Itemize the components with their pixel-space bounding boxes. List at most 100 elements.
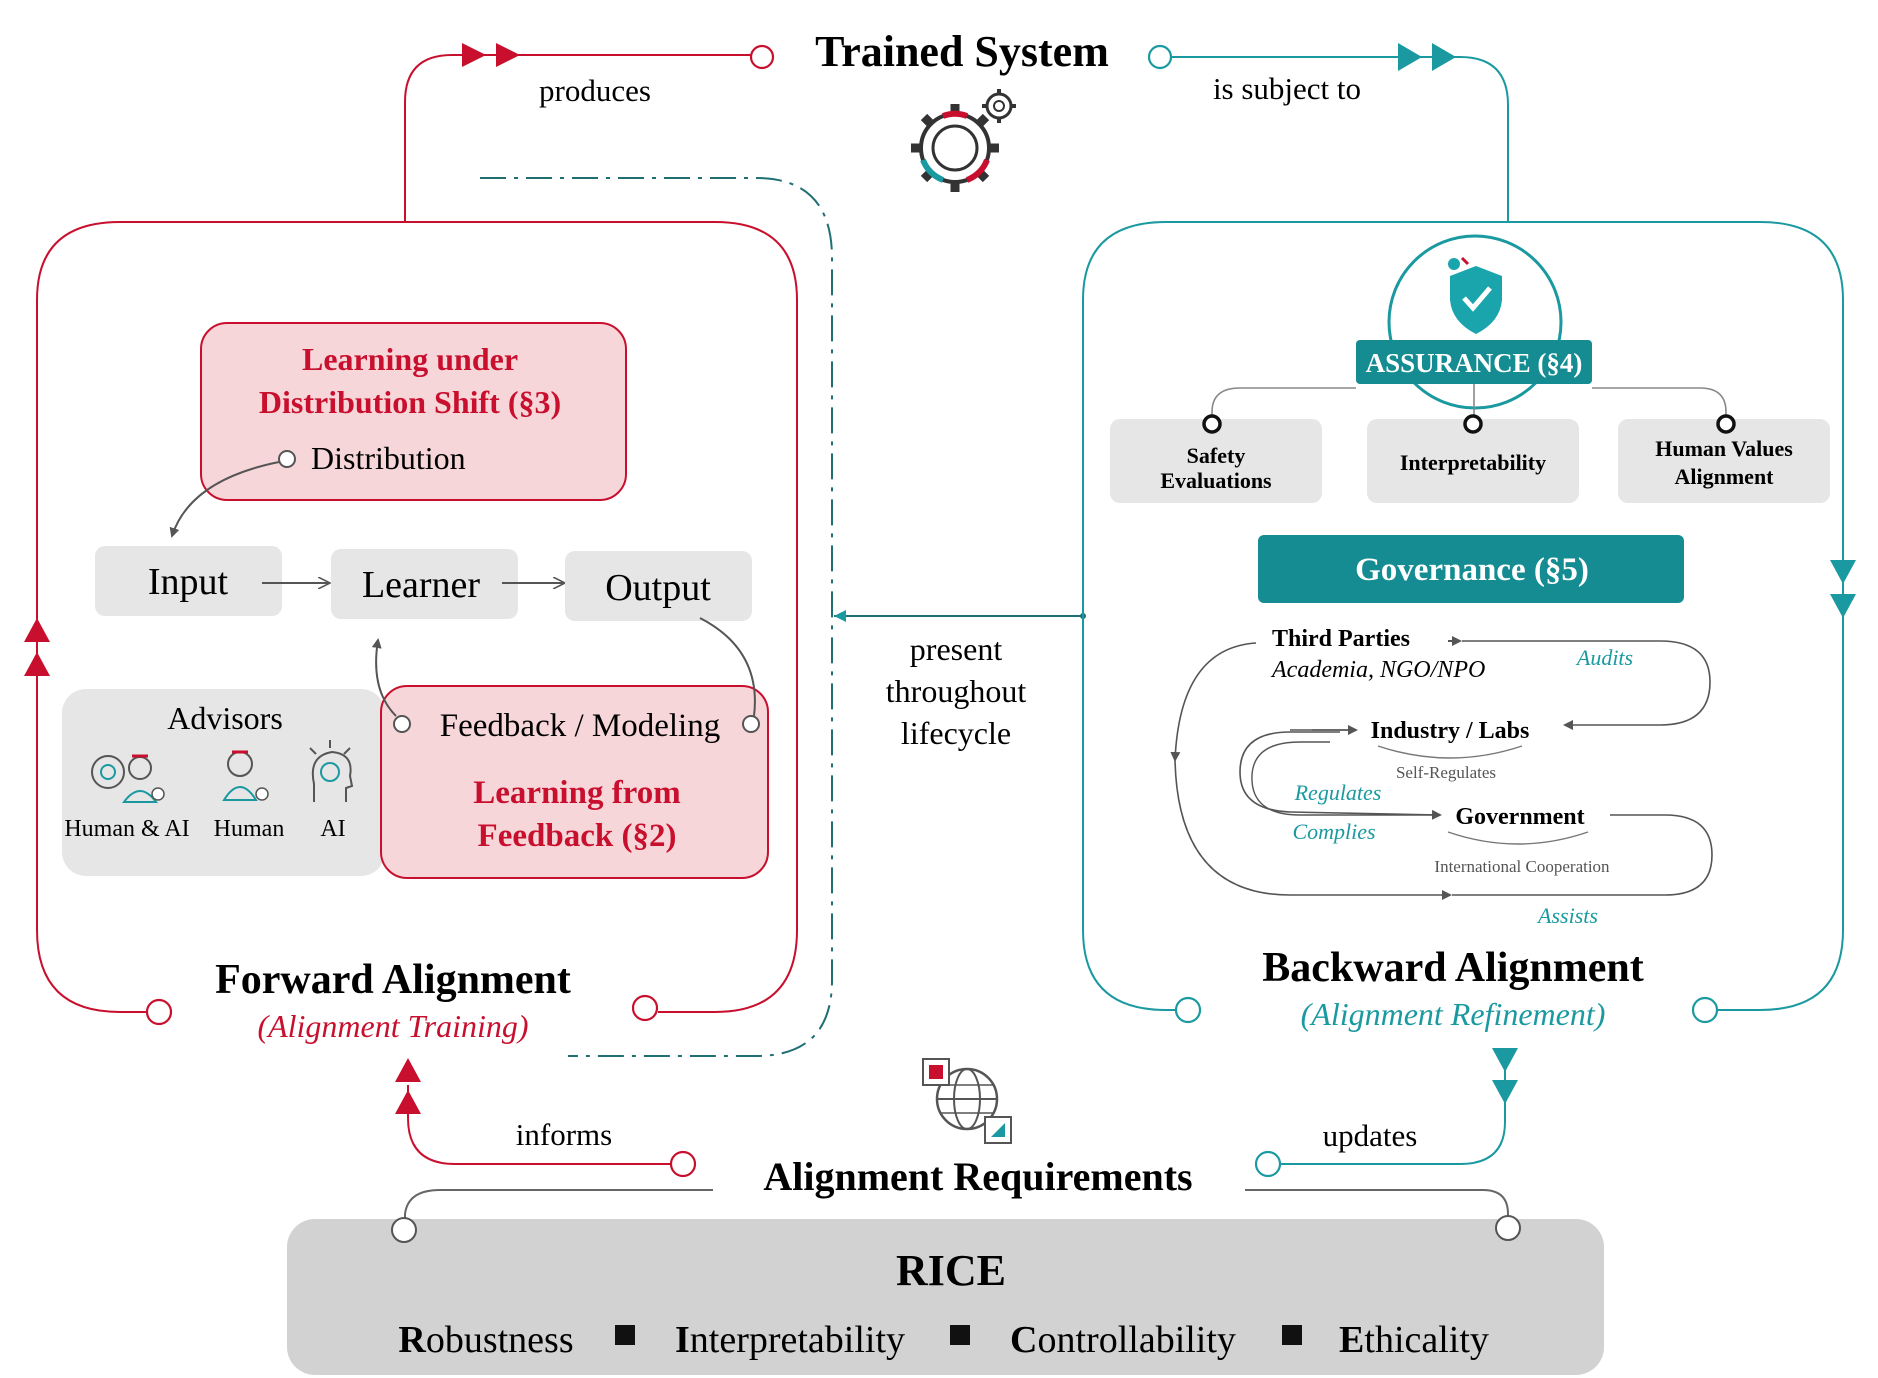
- bottom-connectors: [395, 1048, 1518, 1178]
- present-label-line3: lifecycle: [901, 715, 1011, 751]
- arrow-up-icon: [395, 1090, 421, 1114]
- advisors-box: [62, 689, 385, 876]
- learning-feedback-title-line2: Feedback (§2): [478, 818, 677, 854]
- arrow-down-icon: [1830, 560, 1856, 584]
- input-label: Input: [148, 561, 229, 603]
- distribution-label: Distribution: [311, 440, 466, 476]
- arrow-up-icon: [24, 618, 50, 642]
- informs-label: informs: [516, 1117, 612, 1152]
- arrow-head-icon: [1398, 43, 1422, 71]
- backward-alignment-box: [1082, 221, 1856, 1024]
- arrow-head-icon: [496, 43, 520, 67]
- bullet-square: [1282, 1325, 1302, 1345]
- learner-box: [331, 549, 518, 619]
- advisors-title: Advisors: [167, 700, 283, 736]
- regulates-label: Regulates: [1294, 780, 1382, 805]
- present-label-line2: throughout: [886, 673, 1027, 709]
- self-regulates-label: Self-Regulates: [1396, 763, 1496, 782]
- connector-node: [742, 715, 760, 733]
- ai-head-icon: [309, 740, 354, 802]
- connector-node: [393, 715, 411, 733]
- connector-node: [1254, 1150, 1282, 1178]
- connector-node: [669, 1150, 697, 1178]
- interpretability-label: Interpretability: [1400, 450, 1546, 475]
- safety-evaluations-line1: Safety: [1187, 443, 1246, 468]
- rice-item-ethicality: Ethicality: [1339, 1319, 1489, 1361]
- audits-label: Audits: [1575, 645, 1633, 670]
- academia-label: Academia, NGO/NPO: [1270, 657, 1485, 683]
- input-box: [95, 546, 282, 616]
- interpretability-box: [1367, 419, 1579, 503]
- forward-alignment-box: [24, 221, 798, 1026]
- distribution-shift-title-line2: Distribution Shift (§3): [259, 384, 561, 420]
- rice-title: RICE: [896, 1246, 1006, 1295]
- human-icon: [222, 750, 269, 801]
- connector-node: [631, 994, 659, 1022]
- output-label: Output: [605, 567, 711, 609]
- updates-label: updates: [1323, 1118, 1418, 1153]
- gears-icon: [911, 89, 1016, 192]
- advisor-label-human: Human: [214, 816, 285, 842]
- connector-node: [1202, 414, 1222, 434]
- safety-evaluations-line2: Evaluations: [1160, 468, 1272, 493]
- produces-label: produces: [539, 73, 651, 108]
- advisor-label-human-ai: Human & AI: [64, 816, 189, 842]
- forward-alignment-subtitle: (Alignment Training): [257, 1008, 528, 1044]
- connector-node: [1691, 996, 1719, 1024]
- arrow-up-icon: [24, 652, 50, 676]
- top-connectors: [404, 43, 1509, 222]
- safety-evaluations-box: [1110, 419, 1322, 503]
- shield-check-icon: [1448, 256, 1502, 334]
- forward-alignment-title: Forward Alignment: [215, 957, 571, 1003]
- globe-puzzle-icon: [922, 1058, 1012, 1144]
- human-ai-icon: [91, 754, 165, 803]
- arrow-down-icon: [1830, 594, 1856, 618]
- arrow-up-icon: [395, 1058, 421, 1082]
- connector-node: [391, 1217, 417, 1243]
- government-label: Government: [1455, 804, 1584, 830]
- distribution-shift-title-line1: Learning under: [302, 341, 518, 377]
- connector-node: [1716, 414, 1736, 434]
- connector-node: [278, 450, 296, 468]
- human-values-box: [1618, 419, 1830, 503]
- connector-node: [1147, 44, 1173, 70]
- arrow-head-icon: [462, 43, 486, 67]
- learning-from-feedback-box: [380, 685, 769, 879]
- assists-label: Assists: [1536, 903, 1598, 928]
- connector-node: [1495, 1215, 1521, 1241]
- connector-node: [749, 44, 775, 70]
- backward-alignment-title: Backward Alignment: [1262, 945, 1644, 991]
- rice-item-interpretability: Interpretability: [675, 1319, 905, 1361]
- intl-cooperation-label: International Cooperation: [1434, 857, 1610, 876]
- feedback-modeling-label: Feedback / Modeling: [440, 708, 720, 744]
- rice-item-controllability: Controllability: [1010, 1319, 1236, 1361]
- backward-alignment-subtitle: (Alignment Refinement): [1301, 996, 1606, 1032]
- advisor-label-ai: AI: [320, 816, 345, 842]
- complies-label: Complies: [1292, 819, 1375, 844]
- present-label-line1: present: [910, 631, 1003, 667]
- third-parties-label: Third Parties: [1272, 626, 1410, 652]
- arrow-down-icon: [1492, 1048, 1518, 1072]
- arrow-down-icon: [1492, 1080, 1518, 1104]
- learner-label: Learner: [362, 564, 480, 606]
- assurance-banner: [1356, 340, 1592, 384]
- bullet-square: [950, 1325, 970, 1345]
- assurance-label: ASSURANCE (§4): [1366, 348, 1583, 378]
- human-values-line1: Human Values: [1655, 436, 1793, 461]
- governance-banner: [1258, 535, 1684, 603]
- arrow-head-icon: [1432, 43, 1456, 71]
- trained-system-title: Trained System: [815, 27, 1109, 76]
- connector-node: [145, 998, 173, 1026]
- industry-labs-label: Industry / Labs: [1371, 718, 1530, 744]
- lifecycle-boundary: [480, 177, 833, 1057]
- distribution-shift-box: [200, 322, 627, 501]
- governance-label: Governance (§5): [1355, 552, 1589, 588]
- output-box: [565, 551, 752, 621]
- bullet-square: [615, 1325, 635, 1345]
- is-subject-to-label: is subject to: [1213, 71, 1361, 106]
- rice-item-robustness: Robustness: [398, 1319, 573, 1361]
- alignment-requirements-title: Alignment Requirements: [763, 1154, 1192, 1199]
- connector-node: [1174, 996, 1202, 1024]
- connector-node: [1463, 414, 1483, 434]
